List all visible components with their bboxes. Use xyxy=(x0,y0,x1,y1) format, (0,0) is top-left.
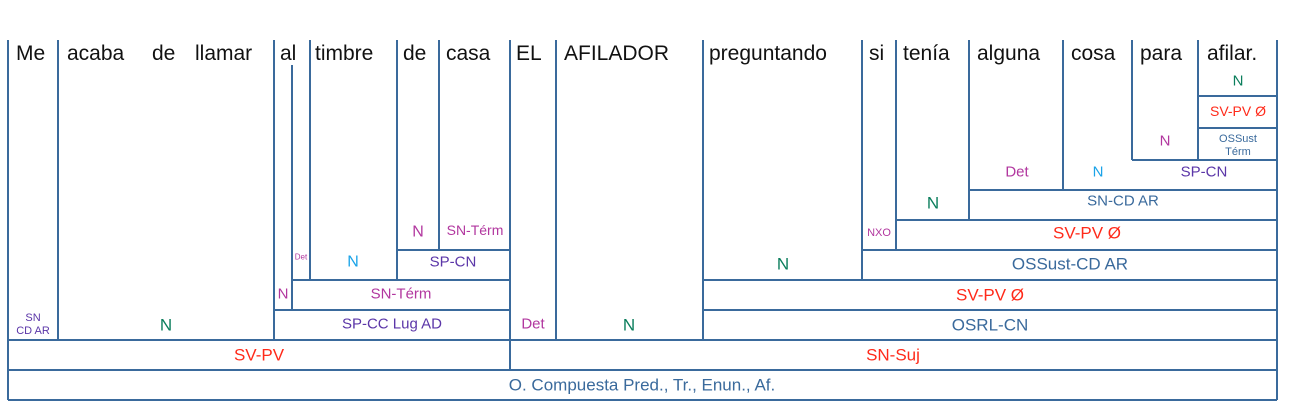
word-al: al xyxy=(280,42,296,65)
sn-term-label: SN-Térm xyxy=(371,286,432,303)
word-timbre: timbre xyxy=(315,42,373,65)
tenia-n-label: N xyxy=(927,194,939,213)
alguna-det-label: Det xyxy=(1005,164,1029,181)
svpv-small-label: SV-PV Ø xyxy=(1210,103,1266,119)
word-acaba: acaba xyxy=(67,42,125,65)
ossust-cd-label: OSSust-CD AR xyxy=(1012,255,1128,274)
word-para: para xyxy=(1140,42,1182,65)
para-n-label: N xyxy=(1160,133,1171,150)
word-afilador: AFILADOR xyxy=(564,42,669,65)
sp-cn-casa-label: SP-CN xyxy=(430,254,477,271)
word-alguna: alguna xyxy=(977,42,1040,65)
svpv-inner-label: SV-PV Ø xyxy=(1053,224,1121,243)
word-de: de xyxy=(152,42,175,65)
subject-label: SN-Suj xyxy=(866,346,920,365)
afilar-n-label: N xyxy=(1233,73,1244,90)
casa-sn-term-label: SN-Térm xyxy=(447,222,504,238)
word-me: Me xyxy=(16,42,45,65)
word-cosa: cosa xyxy=(1071,42,1116,65)
me-cd-ar-label: CD AR xyxy=(16,325,50,337)
al-n-label: N xyxy=(278,286,289,303)
word-afilar: afilar. xyxy=(1207,42,1257,65)
preguntando-n-label: N xyxy=(777,255,789,274)
word-casa: casa xyxy=(446,42,491,65)
word-el: EL xyxy=(516,42,542,65)
term-label: Térm xyxy=(1225,146,1251,158)
el-det-label: Det xyxy=(521,316,545,333)
word-de-2: de xyxy=(403,42,426,65)
sp-cn-afilar-label: SP-CN xyxy=(1181,164,1228,181)
svpv-outer-label: SV-PV Ø xyxy=(956,286,1024,305)
de-n-label: N xyxy=(412,224,424,241)
sp-cc-label: SP-CC Lug AD xyxy=(342,316,442,333)
al-det-label: Det xyxy=(295,253,308,262)
predicate-label: SV-PV xyxy=(234,346,285,365)
sentence-label: O. Compuesta Pred., Tr., Enun., Af. xyxy=(509,376,775,395)
cosa-n-label: N xyxy=(1093,164,1104,181)
ossust-label: OSSust xyxy=(1219,133,1257,145)
osrl-label: OSRL-CN xyxy=(952,316,1029,335)
word-si: si xyxy=(869,42,884,65)
sn-cd-label: SN-CD AR xyxy=(1087,193,1159,210)
word-tenia: tenía xyxy=(903,42,950,65)
word-preguntando: preguntando xyxy=(709,42,827,65)
me-sn-label: SN xyxy=(25,312,40,324)
word-llamar: llamar xyxy=(195,42,252,65)
acaba-n-label: N xyxy=(160,316,172,335)
afilador-n-label: N xyxy=(623,316,635,335)
si-nxo-label: NXO xyxy=(867,227,891,239)
timbre-n-label: N xyxy=(347,254,359,271)
